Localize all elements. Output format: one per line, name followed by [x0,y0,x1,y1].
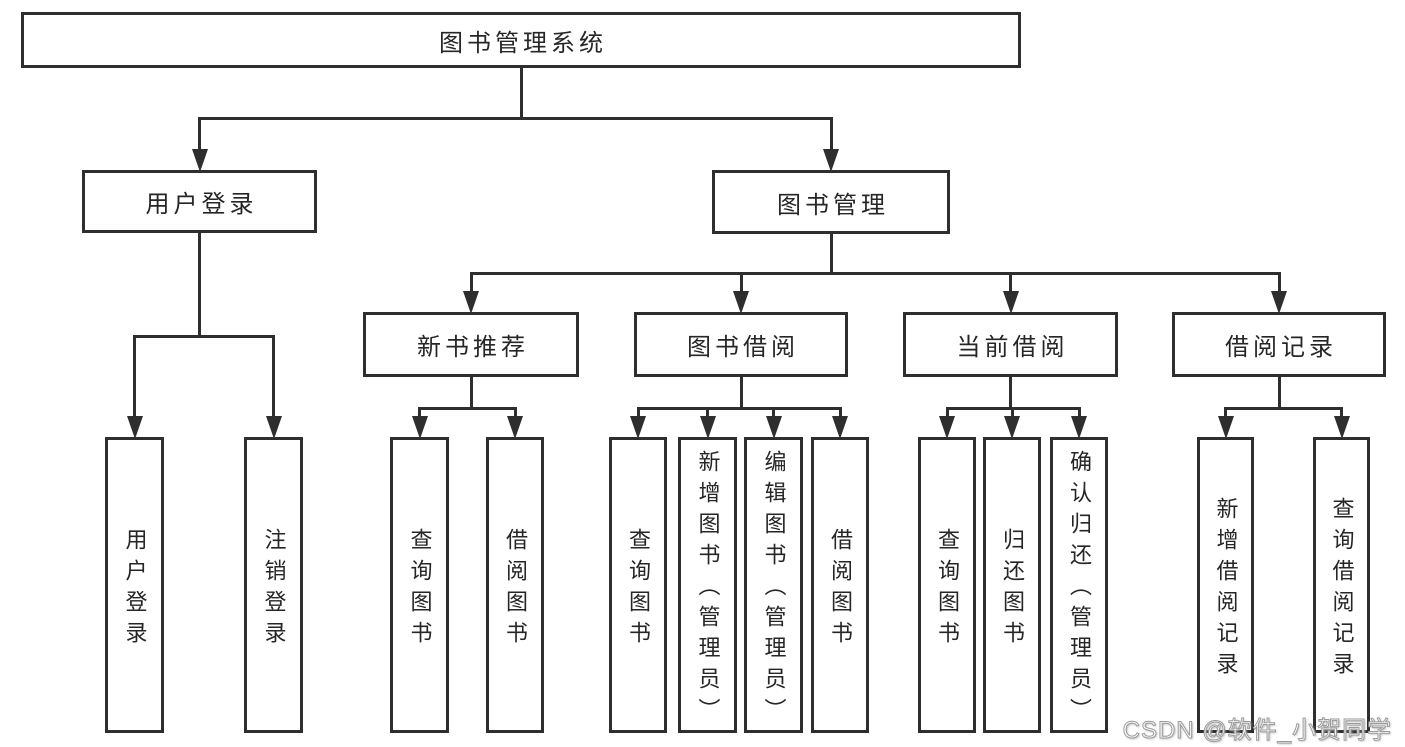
edge-drop-book-borrow [739,272,743,300]
node-leaf-cb-confirm: 确认归还（管理员） [1050,437,1108,733]
arrow-down-icon [1217,416,1234,439]
edge-stem-borrow-record [1277,375,1281,410]
arrow-down-icon [126,416,143,439]
csdn-watermark: CSDN @软件_小贺同学 [1122,717,1392,745]
node-leaf-login: 用户登录 [105,437,164,733]
edge-stem-book-mgmt [829,232,833,275]
arrow-down-icon [1333,416,1350,439]
node-leaf-nbr-query: 查询图书 [390,437,449,733]
edge-drop-current-borrow [1009,272,1012,300]
edge-drop-book-mgmt [829,117,833,158]
node-leaf-bb-borrow: 借阅图书 [811,437,869,733]
edge-drop-user-login [198,117,201,158]
node-leaf-logout: 注销登录 [244,437,303,733]
edge-drop-borrow-record [1277,272,1281,300]
node-root: 图书管理系统 [21,12,1021,68]
node-leaf-bb-edit: 编辑图书（管理员） [744,437,803,733]
node-borrow-record: 借阅记录 [1172,312,1386,377]
node-current-borrow: 当前借阅 [903,312,1118,377]
edge-stem-new-book-rec [469,375,473,410]
arrow-down-icon [733,291,749,314]
edge-drop-leaf-login [133,335,136,425]
arrow-down-icon [507,416,523,439]
arrow-down-icon [1004,416,1020,439]
node-leaf-cb-return: 归还图书 [983,437,1041,733]
edge-bar-book-borrow [636,407,842,410]
arrow-down-icon [1002,291,1019,314]
edge-drop-new-book-rec [469,272,473,300]
arrow-down-icon [191,149,208,172]
arrow-down-icon [463,291,479,314]
edge-bar-user-login [133,335,275,338]
edge-bar-new-book-rec [418,407,517,410]
edge-bar-root [198,117,833,120]
arrow-down-icon [823,149,839,172]
edge-stem-root [519,66,523,120]
edge-stem-user-login [198,231,201,338]
arrow-down-icon [265,416,282,439]
node-leaf-cb-query: 查询图书 [918,437,976,733]
node-book-mgmt: 图书管理 [712,170,950,234]
edge-bar-book-mgmt [469,272,1281,275]
node-book-borrow: 图书借阅 [634,312,848,377]
edge-stem-current-borrow [1009,375,1012,410]
node-leaf-nbr-borrow: 借阅图书 [486,437,544,733]
arrow-down-icon [832,416,848,439]
node-new-book-rec: 新书推荐 [363,312,579,377]
node-user-login: 用户登录 [82,170,317,233]
node-leaf-br-query: 查询借阅记录 [1313,437,1370,733]
arrow-down-icon [699,416,716,439]
edge-bar-borrow-record [1224,407,1343,410]
edge-stem-book-borrow [739,375,743,410]
arrow-down-icon [1271,291,1287,314]
arrow-down-icon [630,416,646,439]
node-leaf-bb-add: 新增图书（管理员） [678,437,737,733]
arrow-down-icon [1071,416,1087,439]
arrow-down-icon [411,416,428,439]
edge-drop-leaf-logout [272,335,275,425]
node-leaf-bb-query: 查询图书 [609,437,667,733]
node-leaf-br-add: 新增借阅记录 [1197,437,1254,733]
arrow-down-icon [939,416,955,439]
arrow-down-icon [765,416,782,439]
